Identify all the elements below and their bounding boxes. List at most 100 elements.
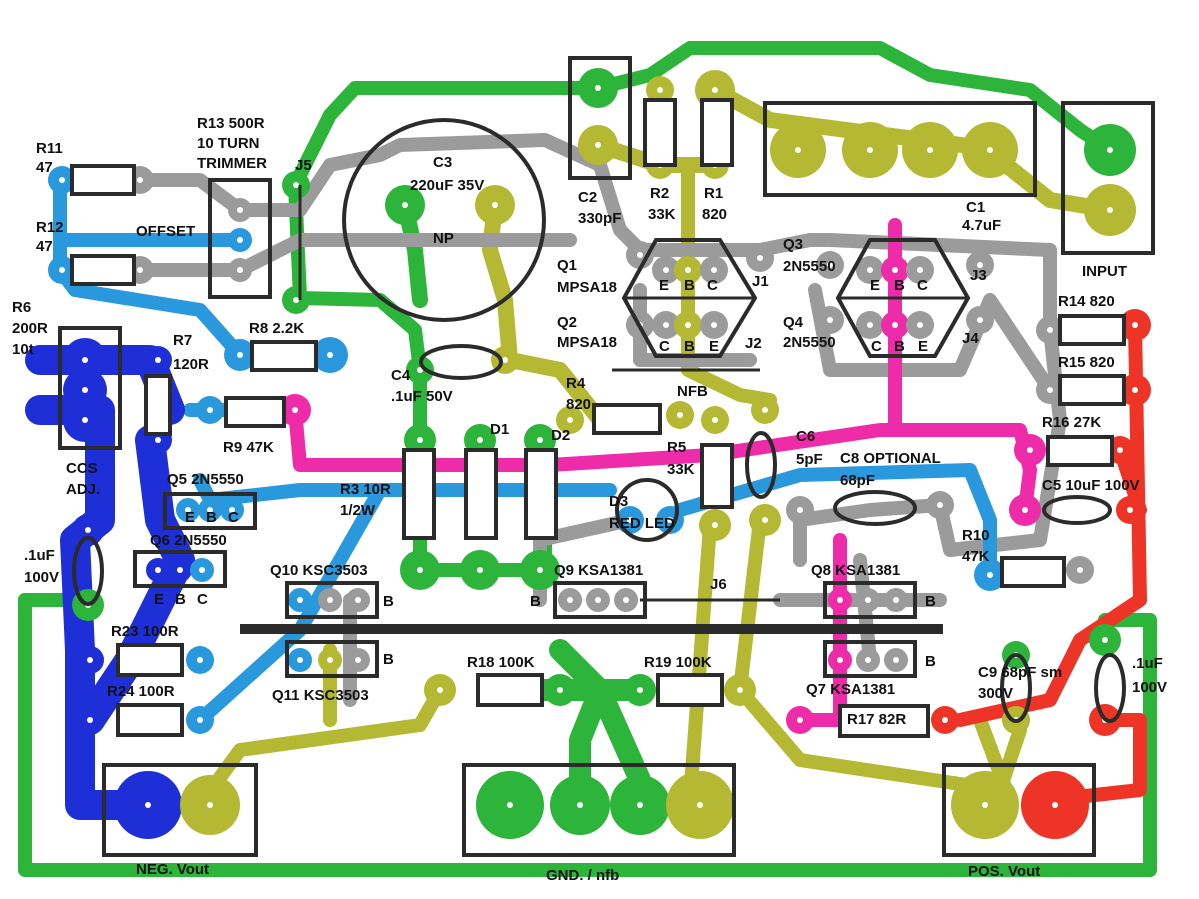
q6-pin-e: E xyxy=(154,591,164,608)
q6-pin-c: C xyxy=(197,591,208,608)
c4-outline xyxy=(419,344,503,380)
drill-hole xyxy=(327,597,333,603)
drill-hole xyxy=(417,437,423,443)
q3-type: 2N5550 xyxy=(783,258,836,275)
j4-label: J4 xyxy=(962,330,979,347)
r4-value: 820 xyxy=(566,396,591,413)
drill-hole xyxy=(327,352,333,358)
c-left-label: .1uF xyxy=(24,547,55,564)
c5-outline xyxy=(1042,495,1112,525)
q6-label: Q6 2N5550 xyxy=(150,532,227,549)
q3-pin-e: E xyxy=(870,277,880,294)
c6-label: C6 xyxy=(796,428,815,445)
r12-body xyxy=(70,254,136,286)
drill-hole xyxy=(595,85,601,91)
q2-pin-c: C xyxy=(659,338,670,355)
drill-hole xyxy=(712,417,718,423)
r3-watt: 1/2W xyxy=(340,502,376,519)
c6-value: 5pF xyxy=(796,451,823,468)
drill-hole xyxy=(667,517,673,523)
r1-value: 820 xyxy=(702,206,727,223)
drill-hole xyxy=(477,567,483,573)
c9-label: C9 68pF sm xyxy=(978,664,1062,681)
r19-body xyxy=(656,673,724,707)
q11-base-label: B xyxy=(383,651,394,668)
r8-label: R8 2.2K xyxy=(249,320,304,337)
drill-hole xyxy=(677,412,683,418)
q11-label: Q11 KSC3503 xyxy=(272,687,369,704)
drill-hole xyxy=(892,267,898,273)
gnd-connector xyxy=(462,763,736,857)
drill-hole xyxy=(297,597,303,603)
r7-value: 120R xyxy=(173,356,209,373)
c3-value: 220uF 35V xyxy=(410,177,484,194)
d3-label: D3 xyxy=(609,493,628,510)
drill-hole xyxy=(712,87,718,93)
drill-hole xyxy=(82,417,88,423)
drill-hole xyxy=(59,267,65,273)
c1-outline xyxy=(763,101,1037,197)
r6-turn: 10t xyxy=(12,341,34,358)
c8-value: 68pF xyxy=(840,472,875,489)
silkscreen-labels: R11 47 R12 47 R13 500R 10 TURN TRIMMER J… xyxy=(12,115,1167,884)
c4-value: .1uF 50V xyxy=(391,388,453,405)
drill-hole xyxy=(507,802,513,808)
r7-body xyxy=(144,374,172,436)
drill-hole xyxy=(595,142,601,148)
q10-label: Q10 KSC3503 xyxy=(270,562,368,579)
input-label: INPUT xyxy=(1082,263,1127,280)
drill-hole xyxy=(567,597,573,603)
drill-hole xyxy=(987,572,993,578)
drill-hole xyxy=(1102,637,1108,643)
drill-hole xyxy=(437,687,443,693)
r5-value: 33K xyxy=(667,461,695,478)
drill-hole xyxy=(837,597,843,603)
drill-hole xyxy=(893,657,899,663)
r6-trimmer-outline xyxy=(58,326,122,450)
q10-outline xyxy=(285,581,379,619)
q6-pin-b: B xyxy=(175,591,186,608)
drill-hole xyxy=(637,687,643,693)
c-left-outline xyxy=(72,536,104,606)
r17-label: R17 82R xyxy=(847,711,906,728)
c8-label: C8 OPTIONAL xyxy=(840,450,941,467)
c6-outline xyxy=(745,431,777,499)
pos-vout-connector xyxy=(942,763,1096,857)
r15-body xyxy=(1058,374,1126,406)
r15-label: R15 820 xyxy=(1058,354,1115,371)
drill-hole xyxy=(627,517,633,523)
drill-hole xyxy=(1107,147,1113,153)
r2-label: R2 xyxy=(650,185,669,202)
drill-hole xyxy=(737,687,743,693)
drill-hole xyxy=(199,567,205,573)
r4-label: R4 xyxy=(566,375,586,392)
offset-label: OFFSET xyxy=(136,223,195,240)
d1-label: D1 xyxy=(490,421,509,438)
ground-trace xyxy=(18,593,1157,877)
drill-hole xyxy=(712,522,718,528)
resistors xyxy=(70,98,1126,738)
r8-body xyxy=(250,340,318,372)
c2-label: C2 xyxy=(578,189,597,206)
drill-hole xyxy=(155,357,161,363)
q1-pin-c: C xyxy=(707,277,718,294)
q3-pin-b: B xyxy=(894,277,905,294)
drill-hole xyxy=(797,717,803,723)
r5-body xyxy=(700,443,734,509)
c3-label: C3 xyxy=(433,154,452,171)
j1-label: J1 xyxy=(752,273,769,290)
drill-hole xyxy=(987,147,993,153)
pos-vout-label: POS. Vout xyxy=(968,863,1040,880)
drill-hole xyxy=(1022,507,1028,513)
ccs-adj-label: ADJ. xyxy=(66,481,100,498)
q10-base-label: B xyxy=(383,593,394,610)
q5-label: Q5 2N5550 xyxy=(167,471,244,488)
drill-hole xyxy=(1132,322,1138,328)
drill-hole xyxy=(207,802,213,808)
drill-hole xyxy=(137,267,143,273)
r13-trim: TRIMMER xyxy=(197,155,267,172)
r14-body xyxy=(1058,314,1126,346)
drill-hole xyxy=(197,657,203,663)
drill-hole xyxy=(977,262,983,268)
r16-label: R16 27K xyxy=(1042,414,1101,431)
